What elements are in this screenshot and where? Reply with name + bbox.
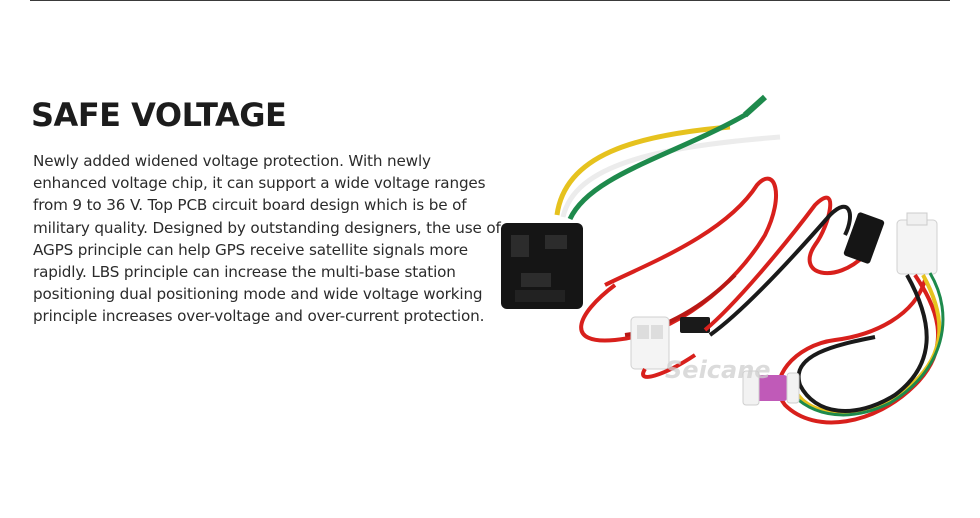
wire-green-top <box>567 97 765 221</box>
fuse-holder <box>742 370 800 406</box>
wire-yellow-top <box>554 124 731 216</box>
wire-yellow-right <box>793 274 942 415</box>
white-connector-right <box>896 212 938 275</box>
section-title: SAFE VOLTAGE <box>31 96 287 134</box>
watermark-text: Seicane <box>665 356 771 384</box>
wire-black-middle <box>708 204 852 337</box>
wire-black-right <box>796 274 929 413</box>
white-connector-left <box>630 316 670 370</box>
top-divider <box>30 0 950 1</box>
wire-red-left <box>579 176 778 343</box>
section-description: Newly added widened voltage protection. … <box>33 152 501 326</box>
wire-green-right <box>783 272 945 417</box>
inline-module <box>843 212 885 264</box>
product-image: Seicane <box>501 94 945 425</box>
relay-socket <box>501 223 583 309</box>
black-connector <box>680 317 710 333</box>
wire-white-top <box>560 134 781 218</box>
wire-red-middle <box>703 195 867 332</box>
